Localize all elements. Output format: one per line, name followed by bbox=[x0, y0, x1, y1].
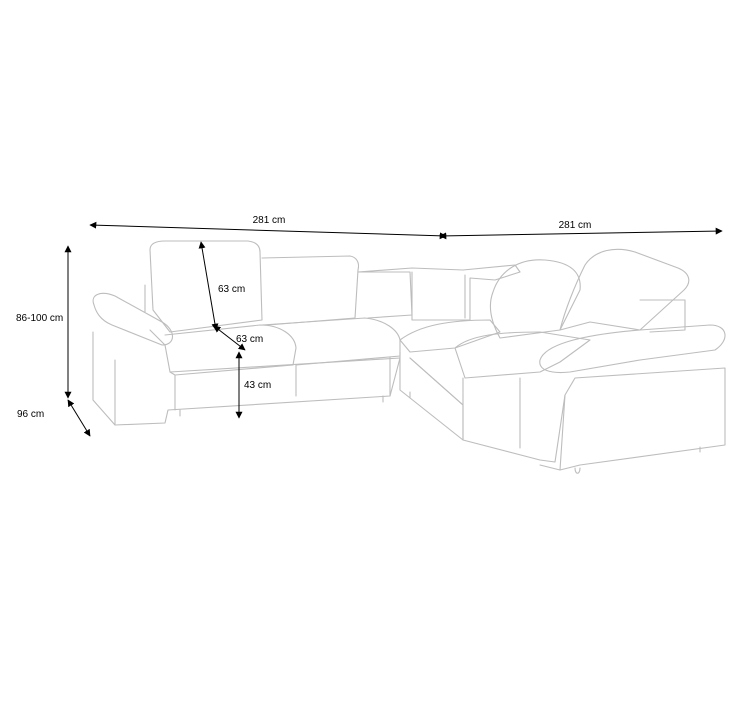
left-seat-1 bbox=[164, 324, 297, 376]
left-seat-front bbox=[174, 356, 391, 411]
right-base-front bbox=[462, 377, 566, 471]
right-headrest bbox=[559, 248, 690, 331]
width-left-arrow bbox=[89, 221, 447, 240]
width-right-arrow bbox=[439, 227, 723, 240]
right-back-side bbox=[639, 299, 686, 333]
corner-back bbox=[357, 264, 521, 321]
right-back-cushion bbox=[489, 259, 581, 339]
dimension-lines: 281 cm 281 cm 86-100 cm 96 cm 63 cm 63 c… bbox=[16, 215, 723, 437]
middle-back-right bbox=[357, 271, 413, 319]
seat-depth-arrow bbox=[213, 325, 246, 351]
left-headrest bbox=[149, 240, 263, 333]
left-arm-side bbox=[144, 284, 166, 346]
depth-label: 96 cm bbox=[17, 409, 44, 420]
middle-headrest bbox=[261, 255, 360, 326]
left-armrest bbox=[92, 292, 174, 346]
left-base bbox=[92, 331, 401, 426]
sofa-outline bbox=[92, 240, 726, 474]
backrest-height-arrow bbox=[198, 241, 219, 331]
height-label: 86-100 cm bbox=[16, 313, 63, 324]
depth-arrow bbox=[67, 399, 91, 437]
seat-depth-label: 63 cm bbox=[236, 334, 263, 345]
left-seat-2 bbox=[261, 317, 401, 366]
seat-height-label: 43 cm bbox=[244, 380, 271, 391]
backrest-height-label: 63 cm bbox=[218, 284, 245, 295]
corner-seat bbox=[399, 319, 501, 353]
right-base bbox=[409, 357, 726, 471]
feet bbox=[179, 391, 701, 474]
right-seat bbox=[454, 331, 591, 379]
width-left-label: 281 cm bbox=[253, 215, 286, 226]
width-right-label: 281 cm bbox=[559, 220, 592, 231]
right-armrest bbox=[539, 324, 726, 374]
